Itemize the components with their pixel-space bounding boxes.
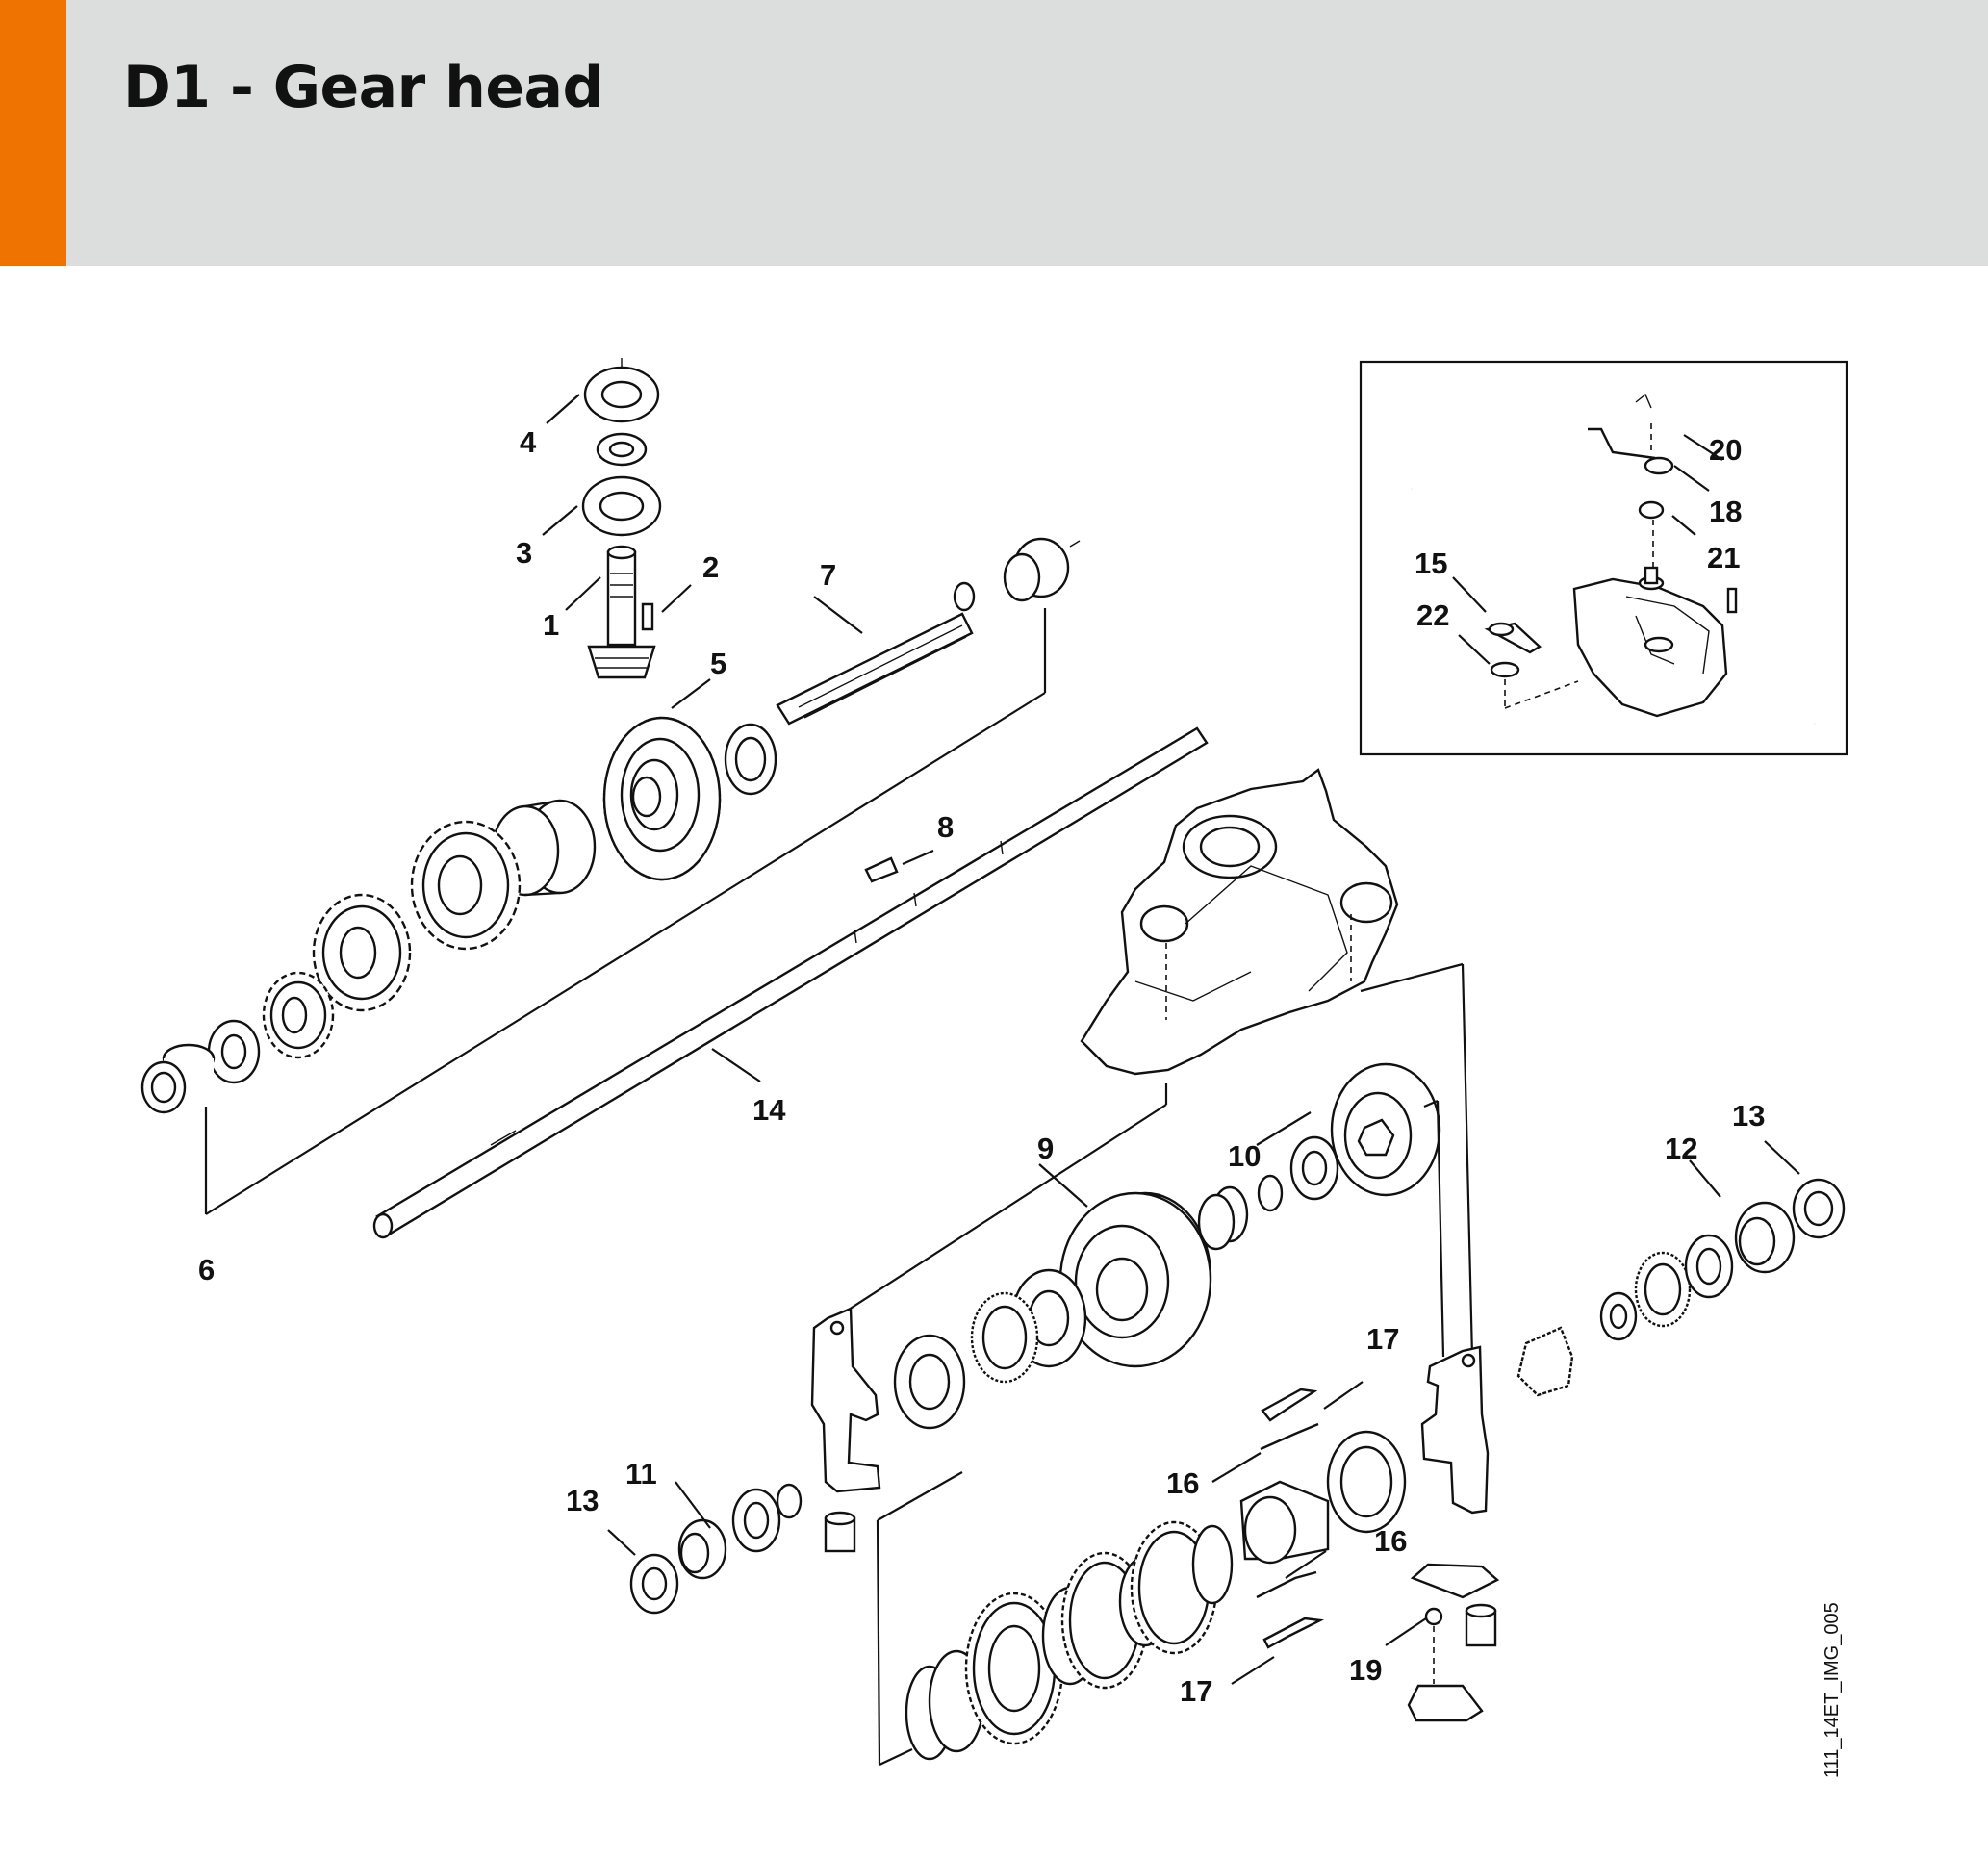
right-side-bearings xyxy=(1516,1178,1846,1397)
gear-housing xyxy=(1080,768,1474,1358)
callout-7: 7 xyxy=(820,558,836,592)
bevel-gear-and-shaft xyxy=(205,537,1081,1215)
callout-11: 11 xyxy=(625,1457,657,1490)
callout-13-right: 13 xyxy=(1732,1099,1765,1133)
axle-shaft xyxy=(372,726,1209,1239)
shift-forks xyxy=(810,1307,1490,1515)
detent-springs-and-plates xyxy=(1256,1388,1500,1722)
callout-leader-lines xyxy=(542,394,1800,1685)
callout-13-left: 13 xyxy=(566,1484,599,1517)
callout-3: 3 xyxy=(516,536,532,570)
exploded-parts-diagram: 1 2 3 4 5 6 7 8 9 10 11 12 13 13 14 15 1… xyxy=(140,358,1848,1778)
page-title: D1 - Gear head xyxy=(123,54,604,121)
callout-17-upper: 17 xyxy=(1366,1322,1399,1356)
header-accent-stripe xyxy=(0,0,66,266)
left-gear-stack xyxy=(140,799,597,1214)
pinion-shaft-assembly xyxy=(581,358,662,679)
callout-14: 14 xyxy=(752,1093,786,1127)
inset-assembly-view xyxy=(1359,360,1848,756)
image-reference: 111_14ET_IMG_005 xyxy=(1822,1602,1843,1778)
callout-22: 22 xyxy=(1416,598,1449,632)
callout-4: 4 xyxy=(520,425,537,459)
callout-1: 1 xyxy=(543,608,559,642)
callout-19: 19 xyxy=(1349,1653,1382,1687)
callout-numbers: 1 2 3 4 5 6 7 8 9 10 11 12 13 13 14 15 1… xyxy=(198,425,1765,1708)
callout-16-upper: 16 xyxy=(1166,1466,1199,1500)
callout-8: 8 xyxy=(937,810,954,844)
callout-21: 21 xyxy=(1707,541,1740,574)
callout-12: 12 xyxy=(1665,1132,1697,1165)
lower-gear-train xyxy=(879,1430,1407,1766)
callout-17-lower: 17 xyxy=(1180,1674,1212,1708)
callout-9: 9 xyxy=(1037,1132,1054,1165)
callout-10: 10 xyxy=(1228,1139,1261,1173)
callout-20: 20 xyxy=(1709,433,1742,467)
callout-15: 15 xyxy=(1415,547,1447,580)
clutch-drum-assembly xyxy=(833,1062,1445,1430)
callout-6: 6 xyxy=(198,1253,215,1286)
lower-left-bushings xyxy=(629,1471,963,1766)
callout-18: 18 xyxy=(1709,495,1742,528)
header-bar xyxy=(0,0,1988,266)
callout-16-lower: 16 xyxy=(1374,1524,1407,1558)
callout-5: 5 xyxy=(710,647,726,680)
callout-2: 2 xyxy=(702,550,719,584)
